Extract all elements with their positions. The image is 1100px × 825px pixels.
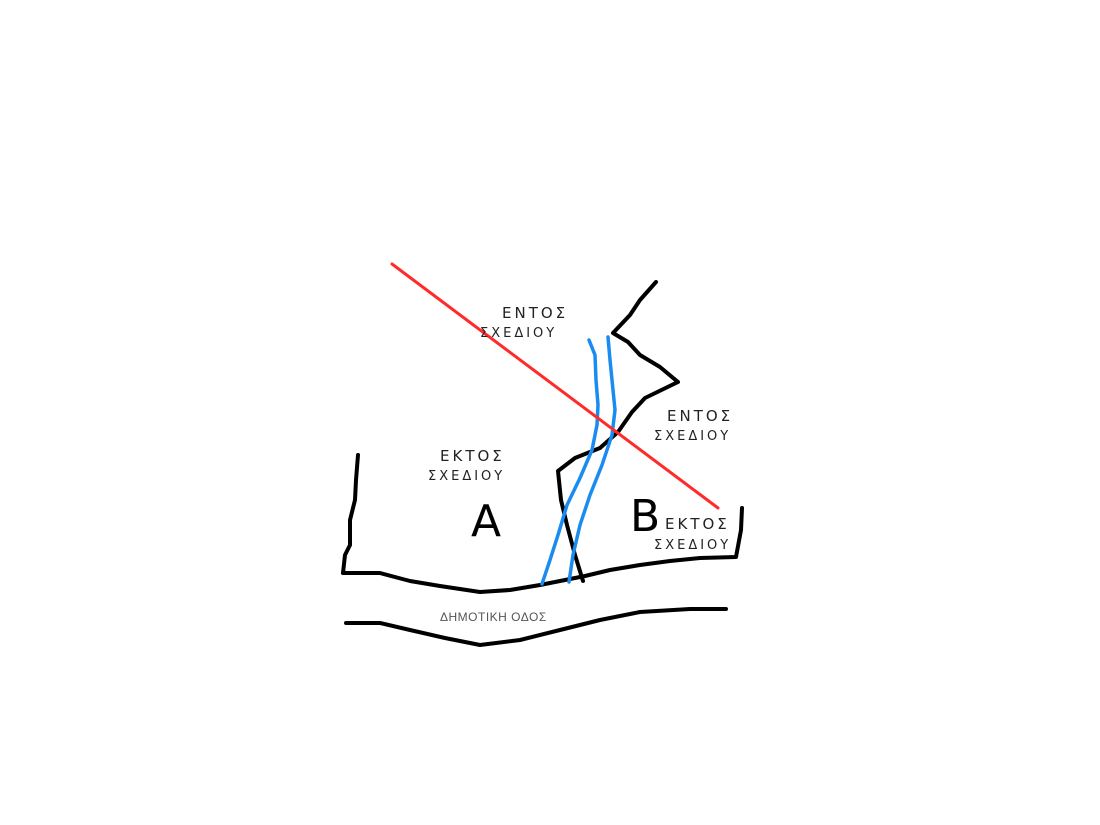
plot-a-left-boundary [341, 453, 360, 575]
plan-limit-line [390, 262, 720, 510]
stream-east-bank [567, 335, 617, 584]
label-left-outside-line1: ΕΚΤΟΣ [440, 447, 505, 465]
label-right-outside-line1: ΕΚΤΟΣ [665, 515, 730, 533]
label-left-outside-line2: ΣΧΕΔΙΟΥ [428, 469, 505, 484]
plot-boundary-divider [556, 280, 680, 583]
label-right-outside-line2: ΣΧΕΔΙΟΥ [654, 538, 731, 553]
label-top-inside-line1: ΕΝΤΟΣ [502, 304, 568, 322]
road-lower-edge [344, 607, 728, 647]
road-label: ΔΗΜΟΤΙΚΗ ΟΔΟΣ [440, 610, 547, 624]
plot-b-label: B [630, 491, 660, 542]
stream-west-bank [540, 338, 600, 586]
label-right-inside-line2: ΣΧΕΔΙΟΥ [654, 429, 731, 444]
label-top-inside-line2: ΣΧΕΔΙΟΥ [480, 326, 557, 341]
road-upper-edge [341, 506, 744, 594]
plot-a-label: A [471, 496, 501, 547]
label-right-inside-line1: ΕΝΤΟΣ [667, 407, 733, 425]
